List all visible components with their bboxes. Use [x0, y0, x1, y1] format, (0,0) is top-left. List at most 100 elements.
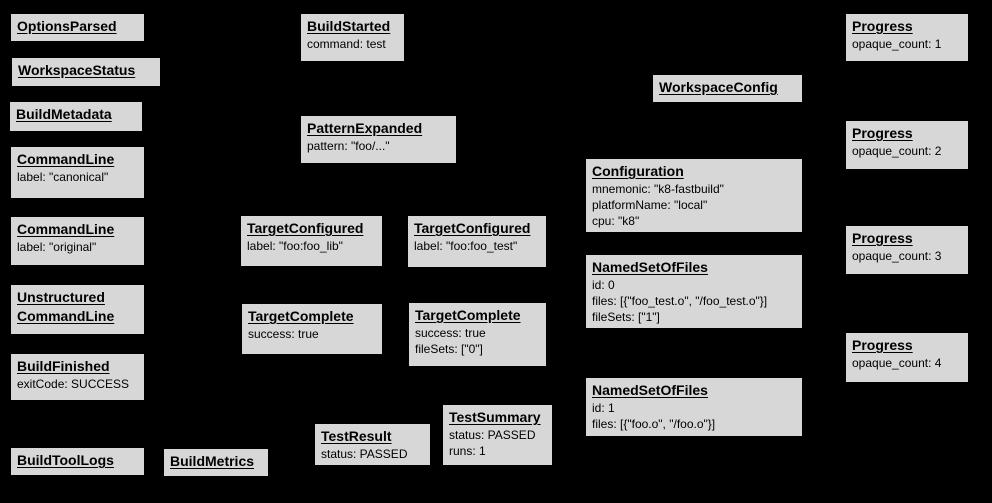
- event-title-line: WorkspaceConfig: [659, 79, 778, 95]
- event-box-progress-3: Progress opaque_count: 3: [845, 225, 969, 275]
- event-title: BuildStarted: [307, 17, 398, 36]
- event-field: fileSets: ["0"]: [415, 342, 483, 356]
- event-box-target-complete-foo-lib: TargetComplete success: true: [241, 303, 383, 355]
- event-title: OptionsParsed: [17, 17, 138, 36]
- event-title: WorkspaceConfig: [659, 78, 796, 97]
- event-title-line: Progress: [852, 125, 913, 141]
- event-title: TestResult: [321, 427, 424, 446]
- event-field: label: "foo:foo_lib": [247, 239, 343, 253]
- event-title-line: CommandLine: [17, 151, 115, 167]
- event-box-workspace-status: WorkspaceStatus: [11, 57, 161, 87]
- event-title: NamedSetOfFiles: [592, 381, 796, 400]
- event-title: TargetComplete: [415, 306, 540, 325]
- event-field: files: [{"foo.o", "/foo.o"}]: [592, 417, 716, 431]
- event-title-line: CommandLine: [17, 308, 115, 324]
- event-field: pattern: "foo/...": [307, 139, 390, 153]
- event-title-line: BuildStarted: [307, 18, 391, 34]
- event-title-line: BuildMetrics: [170, 453, 255, 469]
- event-title: WorkspaceStatus: [18, 61, 154, 80]
- event-field: id: 0: [592, 278, 615, 292]
- event-title: TargetComplete: [248, 307, 376, 326]
- event-title: CommandLine: [17, 150, 138, 169]
- event-title-line: TargetComplete: [248, 308, 354, 324]
- event-box-options-parsed: OptionsParsed: [10, 13, 145, 42]
- event-title: Configuration: [592, 162, 796, 181]
- event-field: success: true: [415, 326, 486, 340]
- event-field: opaque_count: 4: [852, 356, 942, 370]
- event-box-named-set-of-files-0: NamedSetOfFiles id: 0 files: [{"foo_test.o…: [585, 254, 803, 329]
- event-title: Progress: [852, 17, 962, 36]
- event-title-line: TargetComplete: [415, 307, 521, 323]
- event-box-progress-1: Progress opaque_count: 1: [845, 13, 969, 62]
- event-title-line: TestResult: [321, 428, 392, 444]
- event-field: label: "canonical": [17, 170, 109, 184]
- event-field: status: PASSED: [449, 428, 536, 442]
- event-field: label: "foo:foo_test": [414, 239, 518, 253]
- event-title-line: CommandLine: [17, 221, 115, 237]
- event-title-line: Progress: [852, 18, 913, 34]
- event-title: Progress: [852, 124, 962, 143]
- event-box-build-metrics: BuildMetrics: [163, 448, 269, 477]
- event-field: id: 1: [592, 401, 615, 415]
- event-title: BuildMetadata: [16, 105, 136, 124]
- event-field: status: PASSED: [321, 447, 408, 461]
- event-box-progress-4: Progress opaque_count: 4: [845, 332, 969, 383]
- event-field: opaque_count: 3: [852, 249, 942, 263]
- event-box-progress-2: Progress opaque_count: 2: [845, 120, 969, 170]
- event-title: TestSummary: [449, 408, 546, 427]
- event-title-line: BuildMetadata: [16, 106, 112, 122]
- event-box-pattern-expanded: PatternExpanded pattern: "foo/...": [300, 115, 457, 164]
- event-title: BuildToolLogs: [17, 451, 138, 470]
- event-title-line: NamedSetOfFiles: [592, 259, 708, 275]
- event-title-line: OptionsParsed: [17, 18, 117, 34]
- event-title-line: TestSummary: [449, 409, 541, 425]
- event-title: Progress: [852, 336, 962, 355]
- event-title-line: TargetConfigured: [247, 220, 364, 236]
- event-box-build-started: BuildStarted command: test: [300, 13, 405, 62]
- event-box-test-result: TestResult status: PASSED: [314, 423, 431, 466]
- event-field: platformName: "local": [592, 198, 708, 212]
- event-title-line: Progress: [852, 230, 913, 246]
- event-title-line: Configuration: [592, 163, 684, 179]
- event-title-line: PatternExpanded: [307, 120, 423, 136]
- event-title: CommandLine: [17, 220, 138, 239]
- event-box-build-finished: BuildFinished exitCode: SUCCESS: [10, 353, 145, 401]
- event-title: TargetConfigured: [247, 219, 376, 238]
- event-title: TargetConfigured: [414, 219, 540, 238]
- event-field: mnemonic: "k8-fastbuild": [592, 182, 724, 196]
- event-title: BuildMetrics: [170, 452, 262, 471]
- event-field: fileSets: ["1"]: [592, 310, 660, 324]
- event-title-line: Unstructured: [17, 289, 105, 305]
- event-field: opaque_count: 1: [852, 37, 942, 51]
- event-box-test-summary: TestSummary status: PASSED runs: 1: [442, 404, 553, 466]
- event-title: Progress: [852, 229, 962, 248]
- event-title: PatternExpanded: [307, 119, 450, 138]
- event-box-build-metadata: BuildMetadata: [9, 101, 143, 132]
- event-box-configuration: Configuration mnemonic: "k8-fastbuild" pla…: [585, 158, 803, 233]
- event-box-command-line-original: CommandLine label: "original": [10, 216, 145, 266]
- event-field: files: [{"foo_test.o", "/foo_test.o"}]: [592, 294, 768, 308]
- event-field: label: "original": [17, 240, 97, 254]
- event-title-line: WorkspaceStatus: [18, 62, 136, 78]
- event-title-line: TargetConfigured: [414, 220, 531, 236]
- event-box-target-configured-foo-lib: TargetConfigured label: "foo:foo_lib": [240, 215, 383, 267]
- event-field: opaque_count: 2: [852, 144, 942, 158]
- event-box-build-tool-logs: BuildToolLogs: [10, 447, 145, 476]
- event-field: command: test: [307, 37, 386, 51]
- event-field: runs: 1: [449, 444, 486, 458]
- event-title-line: BuildFinished: [17, 358, 110, 374]
- event-box-workspace-config: WorkspaceConfig: [652, 74, 803, 103]
- event-box-target-complete-foo-test: TargetComplete success: true fileSets: ["0…: [408, 302, 547, 367]
- event-title-line: BuildToolLogs: [17, 452, 114, 468]
- event-field: success: true: [248, 327, 319, 341]
- event-title-line: NamedSetOfFiles: [592, 382, 708, 398]
- event-box-target-configured-foo-test: TargetConfigured label: "foo:foo_test": [407, 215, 547, 268]
- event-title-line: Progress: [852, 337, 913, 353]
- event-title: BuildFinished: [17, 357, 138, 376]
- event-field: cpu: "k8": [592, 214, 640, 228]
- event-field: exitCode: SUCCESS: [17, 377, 130, 391]
- event-title: NamedSetOfFiles: [592, 258, 796, 277]
